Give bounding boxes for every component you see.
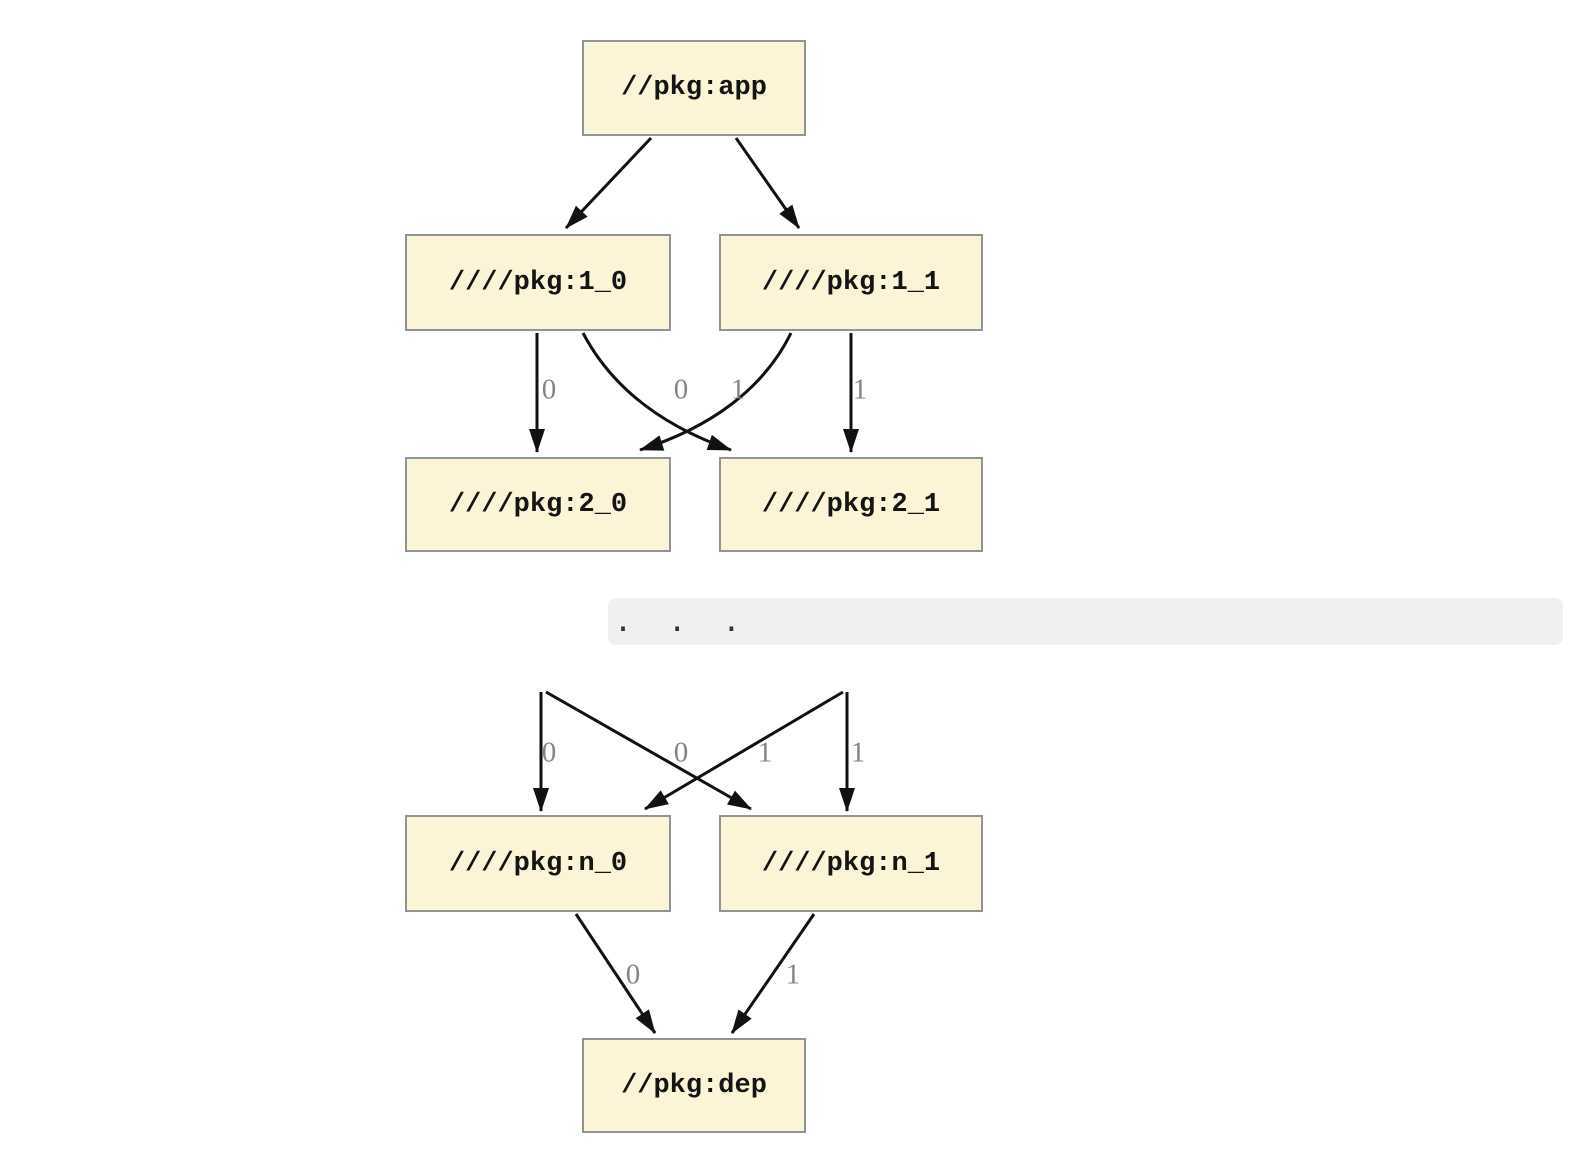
node-pkg-1_1: ////pkg:1_1 bbox=[719, 234, 983, 331]
node-pkg-app-label: //pkg:app bbox=[621, 73, 767, 103]
edge-label-n_1-to-dep: 1 bbox=[785, 958, 801, 991]
edge-ellipsis-to-n_1-cross bbox=[545, 690, 752, 811]
edge-1_1-to-2_0 bbox=[639, 332, 793, 452]
edge-label-n_0-to-dep: 0 bbox=[625, 958, 641, 991]
edge-1_0-to-2_1 bbox=[581, 332, 732, 452]
edge-label-to-n_0: 0 bbox=[541, 736, 557, 769]
edge-label-to-n_1-cross: 1 bbox=[757, 736, 773, 769]
node-pkg-1_0-label: ////pkg:1_0 bbox=[448, 267, 628, 298]
ellipsis-text: . . . bbox=[614, 604, 741, 639]
node-pkg-2_0: ////pkg:2_0 bbox=[405, 457, 671, 552]
edge-label-to-n_1: 1 bbox=[850, 736, 866, 769]
node-pkg-n_0-label: ////pkg:n_0 bbox=[448, 848, 628, 879]
edge-ellipsis-to-n_0-cross bbox=[644, 690, 844, 811]
edge-label-1_1-to-2_1: 1 bbox=[852, 373, 868, 406]
node-pkg-n_1: ////pkg:n_1 bbox=[719, 815, 983, 912]
node-pkg-2_1: ////pkg:2_1 bbox=[719, 457, 983, 552]
node-pkg-2_0-label: ////pkg:2_0 bbox=[448, 489, 628, 520]
edge-n_0-to-dep bbox=[574, 913, 657, 1034]
edge-n_1-to-dep bbox=[730, 913, 816, 1034]
edge-label-to-n_0-cross: 0 bbox=[673, 736, 689, 769]
node-pkg-1_0: ////pkg:1_0 bbox=[405, 234, 671, 331]
node-pkg-1_1-label: ////pkg:1_1 bbox=[761, 267, 941, 298]
node-pkg-n_0: ////pkg:n_0 bbox=[405, 815, 671, 912]
edge-label-1_1-to-2_0: 0 bbox=[673, 373, 689, 406]
edge-label-1_0-to-2_1: 1 bbox=[730, 373, 746, 406]
ellipsis-bar: . . . bbox=[608, 598, 1563, 645]
node-pkg-n_1-label: ////pkg:n_1 bbox=[761, 848, 941, 879]
edge-label-1_0-to-2_0: 0 bbox=[541, 373, 557, 406]
node-pkg-2_1-label: ////pkg:2_1 bbox=[761, 489, 941, 520]
edge-app-to-1_0 bbox=[564, 136, 653, 230]
node-pkg-dep: //pkg:dep bbox=[582, 1038, 806, 1133]
edge-app-to-1_1 bbox=[734, 137, 801, 229]
node-pkg-app: //pkg:app bbox=[582, 40, 806, 136]
node-pkg-dep-label: //pkg:dep bbox=[621, 1070, 767, 1101]
